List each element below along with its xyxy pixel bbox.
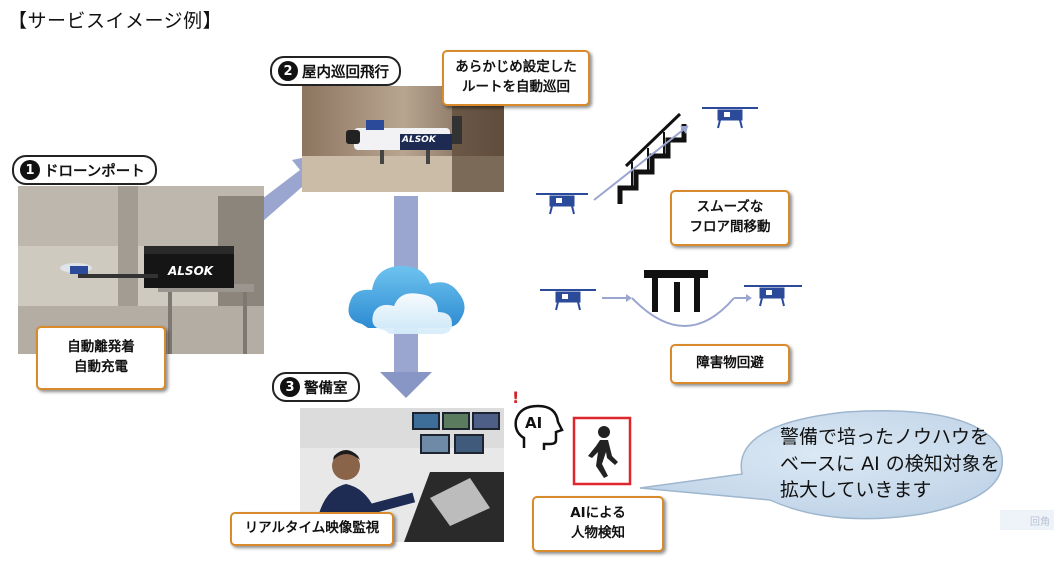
drone-logo-text: ALSOK [402,135,436,145]
ai-line-2: 人物検知 [571,525,625,541]
ai-head-icon: AI [512,404,564,452]
corner-tag: 回角 [1000,510,1054,530]
monitor-caption: リアルタイム映像監視 [230,512,394,546]
ai-detect-caption: AIによる 人物検知 [532,496,664,552]
obstacle-line-1: 障害物回避 [696,355,764,372]
step-1-drone-port: 1 ドローンポート [12,155,157,185]
charge-caption: 自動離発着 自動充電 [36,326,166,390]
port-logo-text: ALSOK [168,264,214,278]
step-3-guard-room: 3 警備室 [272,372,360,402]
step-3-number: 3 [280,377,300,397]
charge-line-2: 自動充電 [74,359,128,375]
step-2-number: 2 [278,61,298,81]
drone-icon-right [744,285,802,307]
cloud-icon [348,266,465,334]
person-detection-icon [572,416,632,486]
stairs-icon [617,112,687,204]
step-1-label: ドローンポート [44,163,145,180]
charge-line-1: 自動離発着 [67,339,135,356]
step-2-label: 屋内巡回飛行 [302,64,389,81]
bubble-text: 警備で培ったノウハウを ベースに AI の検知対象を 拡大していきます [780,424,1000,504]
page-title: 【サービスイメージ例】 [8,10,223,32]
step-3-label: 警備室 [304,380,348,397]
route-line-2: ルートを自動巡回 [462,79,570,95]
bubble-line-1: 警備で培ったノウハウを [780,426,990,448]
ai-line-1: AIによる [570,505,626,522]
route-caption: あらかじめ設定した ルートを自動巡回 [442,50,590,106]
step-2-indoor-patrol: 2 屋内巡回飛行 [270,56,401,86]
bubble-line-3: 拡大していきます [780,479,932,502]
bubble-line-2: ベースに AI の検知対象を [780,452,1000,475]
ai-head-text: AI [525,414,543,432]
drone-icon-lower [536,193,588,215]
route-line-1: あらかじめ設定した [455,59,577,76]
corner-tag-text: 回角 [1030,516,1050,528]
step-1-number: 1 [20,160,40,180]
speech-bubble [639,410,1004,520]
drone-icon-left [540,289,596,311]
monitor-line-1: リアルタイム映像監視 [244,520,380,537]
drone-icon-upper [702,107,758,129]
obstacle-caption: 障害物回避 [670,344,790,384]
floor-line-1: スムーズな [696,199,764,216]
floor-move-caption: スムーズな フロア間移動 [670,190,790,246]
obstacle-drone-illustration [540,270,802,327]
alert-mark: ! [512,388,520,407]
floor-line-2: フロア間移動 [689,219,771,235]
stairs-drone-illustration [536,107,758,215]
obstacle-gate-icon [644,270,708,312]
